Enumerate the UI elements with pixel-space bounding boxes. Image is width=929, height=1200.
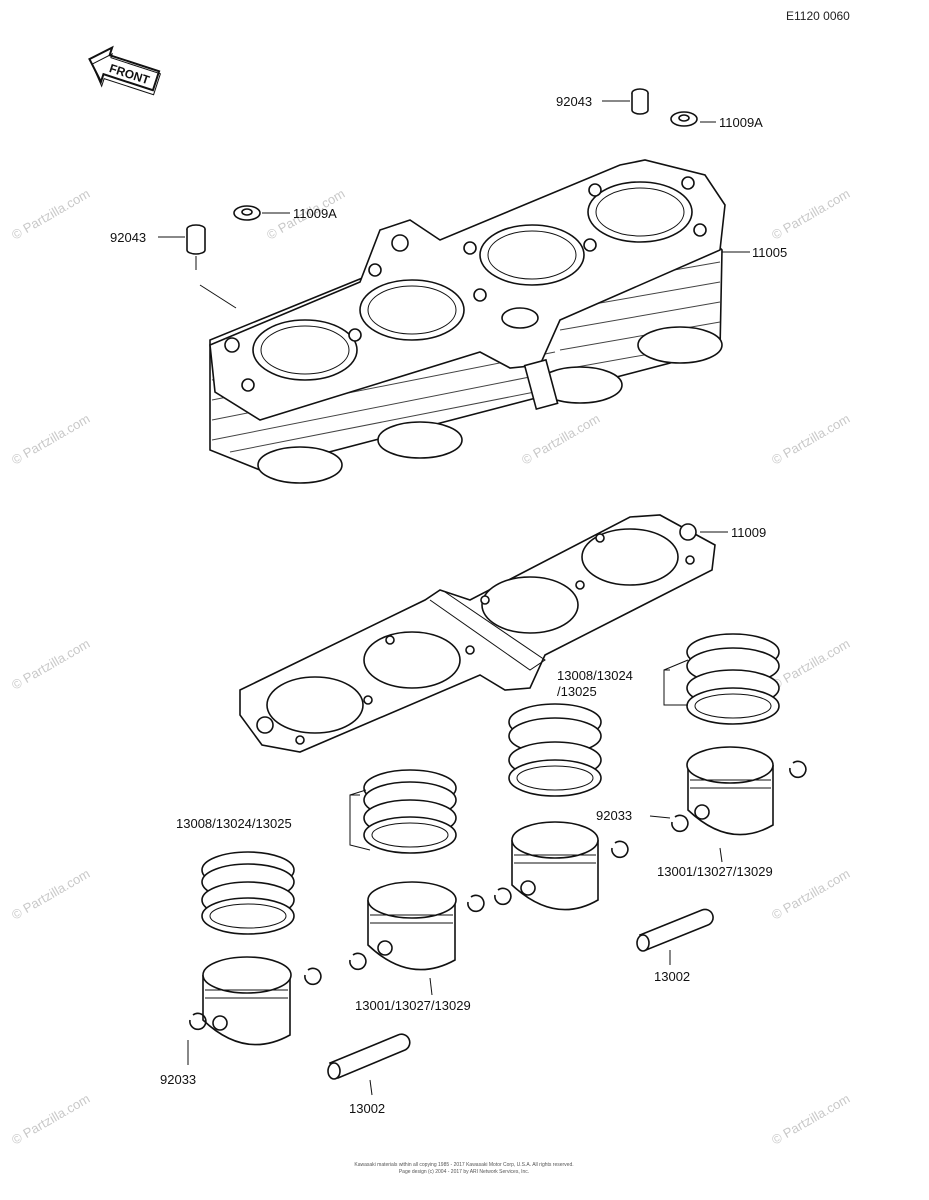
callout-11009a: 11009A <box>293 206 337 221</box>
dowel-pin-upper <box>631 88 649 115</box>
callout-92043: 92043 <box>556 94 592 109</box>
footer-copyright: Kawasaki materials within all copying 19… <box>354 1162 573 1168</box>
leader-lines <box>187 659 723 1096</box>
watermark: © Partzilla.com <box>519 411 602 468</box>
piston-ring-set-4 <box>686 633 780 725</box>
watermark: © Partzilla.com <box>769 186 852 243</box>
piston-ring-set-2 <box>363 769 457 854</box>
watermark: © Partzilla.com <box>9 636 92 693</box>
piston-1 <box>202 956 292 1046</box>
piston-4 <box>686 746 774 836</box>
rubber-gasket-upper <box>670 111 698 127</box>
circlips <box>189 760 807 1031</box>
piston-2 <box>367 881 457 971</box>
callout-piston: 13001/13027/13029 <box>355 998 471 1013</box>
callout-ring-set: 13008/13024 <box>557 668 633 683</box>
watermark: © Partzilla.com <box>769 636 852 693</box>
watermark: © Partzilla.com <box>769 411 852 468</box>
callout-13002: 13002 <box>349 1101 385 1116</box>
watermark: © Partzilla.com <box>9 186 92 243</box>
callout-11009a: 11009A <box>719 115 763 130</box>
callout-11005: 11005 <box>752 245 787 260</box>
callout-ring-set: /13025 <box>557 684 597 699</box>
piston-ring-set-3 <box>508 703 602 797</box>
piston-ring-set-1 <box>201 851 295 935</box>
reference-code: E1120 0060 <box>786 9 850 23</box>
cylinder-block <box>209 159 726 484</box>
watermark: © Partzilla.com <box>9 1091 92 1148</box>
callout-92033: 92033 <box>160 1072 196 1087</box>
callout-piston: 13001/13027/13029 <box>657 864 773 879</box>
callout-11009: 11009 <box>731 525 766 540</box>
dowel-pin-left <box>186 224 206 255</box>
cylinder-head-gasket <box>239 514 716 753</box>
watermark: © Partzilla.com <box>769 1091 852 1148</box>
piston-pin-1 <box>327 1033 411 1080</box>
callout-92033: 92033 <box>596 808 632 823</box>
callout-13002: 13002 <box>654 969 690 984</box>
footer-page-design: Page design (c) 2004 - 2017 by ARI Netwo… <box>399 1169 529 1175</box>
callout-ring-set: 13008/13024/13025 <box>176 816 292 831</box>
watermark: © Partzilla.com <box>769 866 852 923</box>
callout-92043: 92043 <box>110 230 146 245</box>
front-arrow: FRONT <box>88 45 162 96</box>
piston-3 <box>511 821 599 911</box>
rubber-gasket-left <box>233 205 261 221</box>
piston-pin-2 <box>636 908 714 952</box>
watermark: © Partzilla.com <box>9 866 92 923</box>
watermark: © Partzilla.com <box>9 411 92 468</box>
